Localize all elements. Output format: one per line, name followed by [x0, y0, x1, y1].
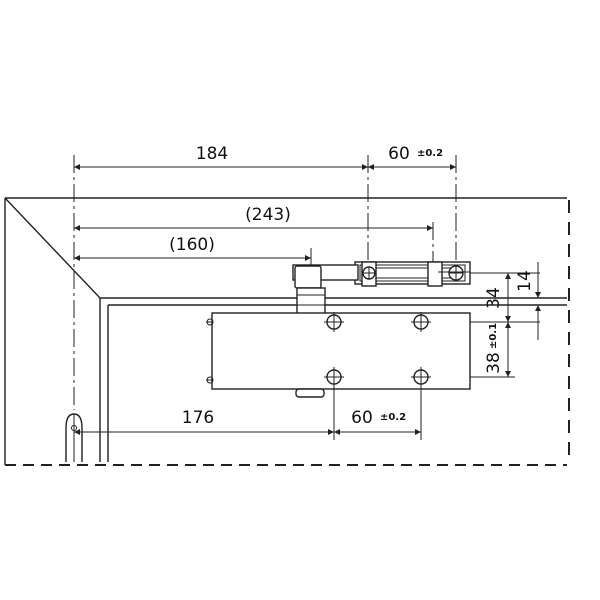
dimension-labels: 184 60 ±0.2 (243) (160) 176 60 ±0.2 34 1… — [169, 144, 535, 428]
dim-38-label: 38 — [484, 352, 504, 374]
closer-body — [206, 312, 471, 398]
hinge — [65, 413, 83, 462]
dim-60-bottom-label: 60 — [351, 408, 373, 428]
dim-160-label: (160) — [169, 235, 215, 255]
dim-176-label: 176 — [182, 408, 214, 428]
dim-60-top-label: 60 — [388, 144, 410, 164]
hole-top-right — [411, 312, 431, 332]
dim-14-label: 14 — [515, 270, 535, 292]
dim-34-label: 34 — [484, 287, 504, 309]
dim-60-bottom-tolerance: ±0.2 — [380, 412, 406, 423]
dim-38-tolerance: ±0.1 — [488, 323, 499, 349]
door-frame — [4, 197, 570, 466]
closer-arm — [292, 264, 359, 315]
dim-60-top-tolerance: ±0.2 — [417, 148, 443, 159]
dimension-lines — [74, 164, 541, 435]
dim-184-label: 184 — [196, 144, 228, 164]
dim-243-label: (243) — [245, 205, 291, 225]
arm-rail — [354, 261, 471, 287]
hole-top-left — [324, 312, 344, 332]
